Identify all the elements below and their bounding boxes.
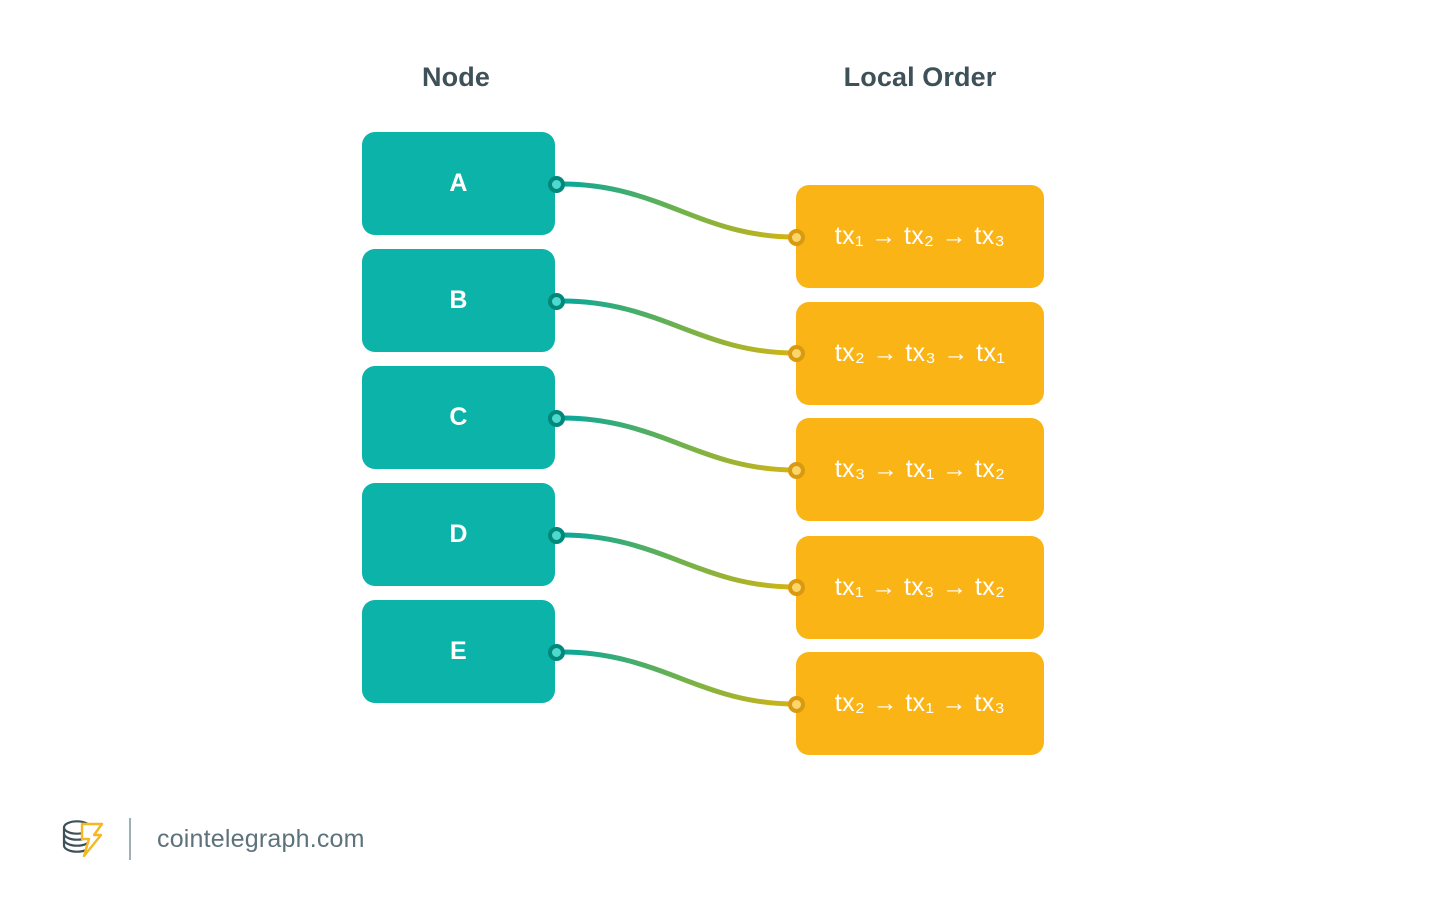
column-heading-node: Node xyxy=(422,62,490,92)
node-label: C xyxy=(449,403,468,431)
node-label: B xyxy=(449,286,468,314)
order-label: tx₂ → tx₃ → tx₁ xyxy=(834,339,1006,367)
order-box-c[interactable]: tx₃ → tx₁ → tx₂ xyxy=(796,418,1044,521)
node-connector-dot-d xyxy=(548,527,565,544)
order-connector-dot-c xyxy=(788,462,805,479)
order-connector-dot-d xyxy=(788,579,805,596)
order-label: tx₂ → tx₁ → tx₃ xyxy=(834,689,1006,717)
order-connector-dot-e xyxy=(788,696,805,713)
node-label: E xyxy=(450,637,467,665)
node-box-d[interactable]: D xyxy=(362,483,555,586)
order-box-a[interactable]: tx₁ → tx₂ → tx₃ xyxy=(796,185,1044,288)
order-box-b[interactable]: tx₂ → tx₃ → tx₁ xyxy=(796,302,1044,405)
order-box-e[interactable]: tx₂ → tx₁ → tx₃ xyxy=(796,652,1044,755)
order-label: tx₃ → tx₁ → tx₂ xyxy=(834,455,1006,483)
footer-branding: cointelegraph.com xyxy=(55,808,365,870)
node-box-b[interactable]: B xyxy=(362,249,555,352)
connector-c xyxy=(559,415,798,473)
order-label: tx₁ → tx₂ → tx₃ xyxy=(834,222,1006,250)
node-connector-dot-b xyxy=(548,293,565,310)
node-label: A xyxy=(449,169,468,197)
node-label: D xyxy=(449,520,468,548)
order-connector-dot-a xyxy=(788,229,805,246)
node-box-a[interactable]: A xyxy=(362,132,555,235)
footer-site-label: cointelegraph.com xyxy=(157,824,365,853)
node-box-e[interactable]: E xyxy=(362,600,555,703)
node-connector-dot-c xyxy=(548,410,565,427)
order-connector-dot-b xyxy=(788,345,805,362)
order-box-d[interactable]: tx₁ → tx₃ → tx₂ xyxy=(796,536,1044,639)
node-connector-dot-e xyxy=(548,644,565,661)
connector-b xyxy=(559,298,798,356)
order-label: tx₁ → tx₃ → tx₂ xyxy=(834,573,1006,601)
footer-divider xyxy=(129,818,131,860)
cointelegraph-logo-icon xyxy=(62,820,104,858)
connector-a xyxy=(559,181,798,240)
connector-d xyxy=(559,532,798,590)
node-connector-dot-a xyxy=(548,176,565,193)
column-heading-local-order: Local Order xyxy=(843,62,997,92)
node-box-c[interactable]: C xyxy=(362,366,555,469)
connector-e xyxy=(559,649,798,707)
